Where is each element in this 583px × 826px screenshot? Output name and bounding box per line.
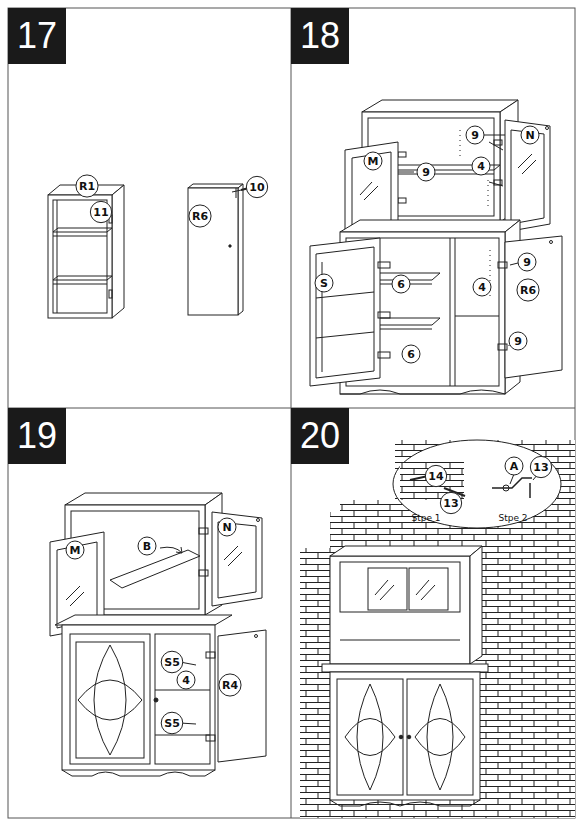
step-number: 17 — [17, 18, 57, 54]
callout-label: B — [143, 541, 151, 552]
callout-label: 4 — [477, 161, 485, 172]
callout-label: 6 — [407, 349, 415, 360]
callout-circle — [189, 205, 211, 227]
callout-label: 9 — [471, 130, 479, 141]
callout-label: N — [222, 522, 231, 533]
callout-circle — [521, 126, 539, 144]
callout-label: R1 — [79, 181, 95, 192]
callout-label: 6 — [397, 279, 405, 290]
step-caption: Stpe 1 — [411, 514, 440, 523]
step-number: 20 — [300, 418, 340, 454]
callout-circle — [473, 278, 491, 296]
callout-label: 9 — [514, 336, 522, 347]
callout-label: 13 — [443, 498, 458, 509]
step-number-box: 20 — [291, 408, 349, 464]
callout-circle — [517, 279, 539, 301]
callout-circle — [518, 253, 536, 271]
callout-circle — [425, 465, 446, 486]
callout-label: 11 — [93, 207, 108, 218]
callout-label: S — [320, 278, 328, 289]
step-number-box: 18 — [291, 8, 349, 64]
callout-label: 14 — [428, 471, 443, 482]
callout-circle — [530, 456, 551, 477]
callout-circle — [509, 332, 527, 350]
callout-circle — [177, 671, 195, 689]
step-number: 18 — [300, 18, 340, 54]
callout-circle — [392, 275, 410, 293]
callout-circle — [138, 537, 156, 555]
callout-circle — [472, 157, 490, 175]
callout-label: 4 — [182, 675, 190, 686]
callout-circle — [219, 674, 241, 696]
callout-circle — [417, 163, 435, 181]
callout-label: 10 — [249, 182, 264, 193]
step-number-box: 17 — [8, 8, 66, 64]
callout-label: A — [510, 461, 519, 472]
callout-label: 4 — [478, 282, 486, 293]
callout-circle — [364, 152, 382, 170]
callout-circle — [440, 492, 461, 513]
step-caption: Stpe 2 — [498, 514, 527, 523]
callout-label: M — [70, 545, 81, 556]
callout-label: R6 — [192, 211, 208, 222]
callout-circle — [505, 457, 523, 475]
callout-circle — [161, 651, 183, 673]
callout-label: 9 — [422, 167, 430, 178]
callout-label: R4 — [222, 680, 238, 691]
callout-label: S5 — [164, 718, 180, 729]
callout-label: S5 — [164, 657, 180, 668]
callout-circle — [402, 345, 420, 363]
callout-circle — [315, 274, 333, 292]
callout-circle — [66, 541, 84, 559]
callout-label: M — [368, 156, 379, 167]
callout-circle — [218, 518, 236, 536]
step-number-box: 19 — [8, 408, 66, 464]
callout-circle — [466, 126, 484, 144]
step-number: 19 — [17, 418, 57, 454]
callout-label: 13 — [533, 462, 548, 473]
callout-label: R6 — [520, 285, 536, 296]
callout-circle — [90, 201, 111, 222]
callout-label: N — [525, 130, 534, 141]
callout-circle — [76, 175, 98, 197]
callout-label: 9 — [523, 257, 531, 268]
callout-circle — [161, 712, 183, 734]
callout-circle — [246, 176, 267, 197]
